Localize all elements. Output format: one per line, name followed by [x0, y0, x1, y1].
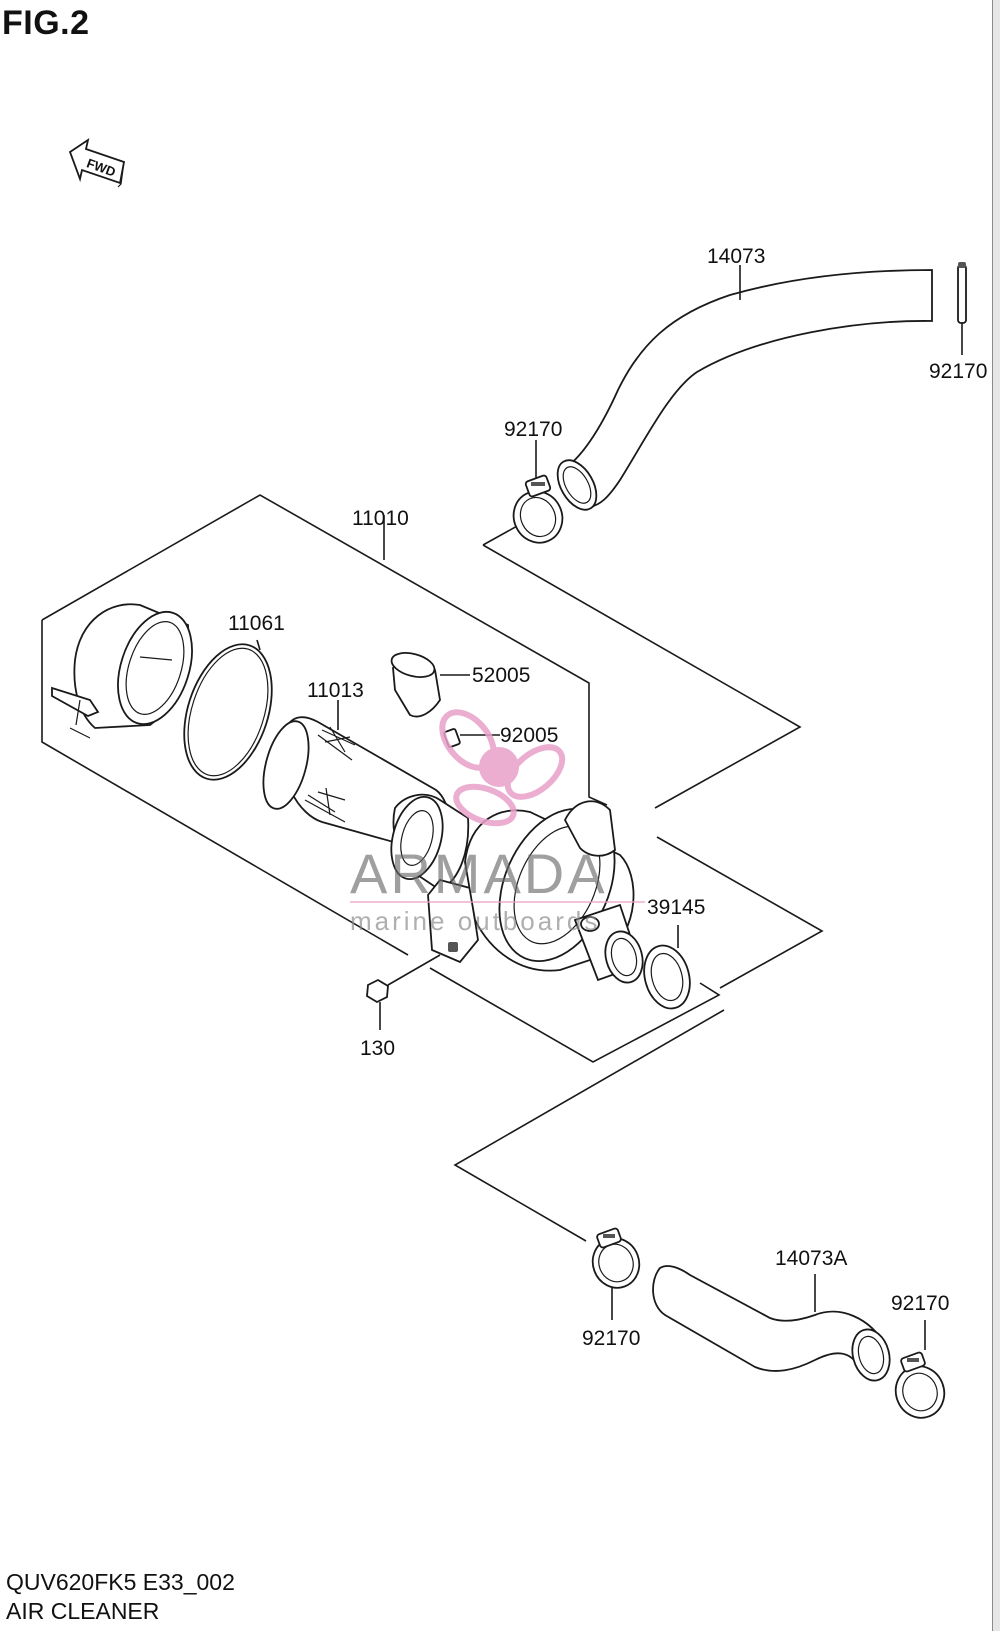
label-element: 11013: [307, 679, 364, 702]
watermark-brand: ARMADA: [350, 842, 608, 905]
lower-connection: [453, 1009, 725, 1320]
figure-name: AIR CLEANER: [6, 1598, 160, 1624]
label-hose-lower: 14073A: [775, 1247, 847, 1270]
label-clamp-lower-left: 92170: [582, 1327, 640, 1350]
label-clamp-lower-right: 92170: [891, 1292, 949, 1315]
gasket-ring: [183, 639, 273, 781]
page-edge: [992, 0, 1000, 1631]
label-bolt: 130: [360, 1037, 395, 1060]
label-clamp-upper-left: 92170: [504, 418, 562, 441]
clamp-upper-left: [512, 440, 564, 544]
forward-arrow-icon: FWD: [68, 138, 126, 188]
assembly-outline: [41, 494, 824, 1063]
upper-hose: [556, 265, 933, 511]
label-ring: 39145: [647, 896, 705, 919]
clamp-lower-left: [591, 1227, 641, 1289]
label-clamp-upper-right: 92170: [929, 360, 987, 383]
cleaner-cover: [51, 603, 193, 739]
figure-title: FIG.2: [2, 4, 90, 42]
label-fitting: 92005: [500, 724, 558, 747]
watermark-tagline: marine outboards: [350, 906, 600, 936]
watermark-logo: ARMADA marine outboards: [350, 709, 645, 936]
seal-ring: [643, 925, 691, 1010]
lower-hose: [652, 1265, 891, 1382]
figure-code: QUV620FK5 E33_002: [6, 1569, 235, 1595]
label-valve: 52005: [472, 664, 530, 687]
drain-valve: [390, 652, 470, 718]
cleaner-case: [390, 793, 644, 984]
clamp-lower-right: [894, 1320, 946, 1419]
clamp-upper-right: [957, 262, 967, 355]
label-hose-upper: 14073: [707, 245, 765, 268]
label-assembly: 11010: [352, 507, 409, 530]
bolt: [366, 954, 441, 1030]
label-gasket: 11061: [228, 612, 285, 635]
